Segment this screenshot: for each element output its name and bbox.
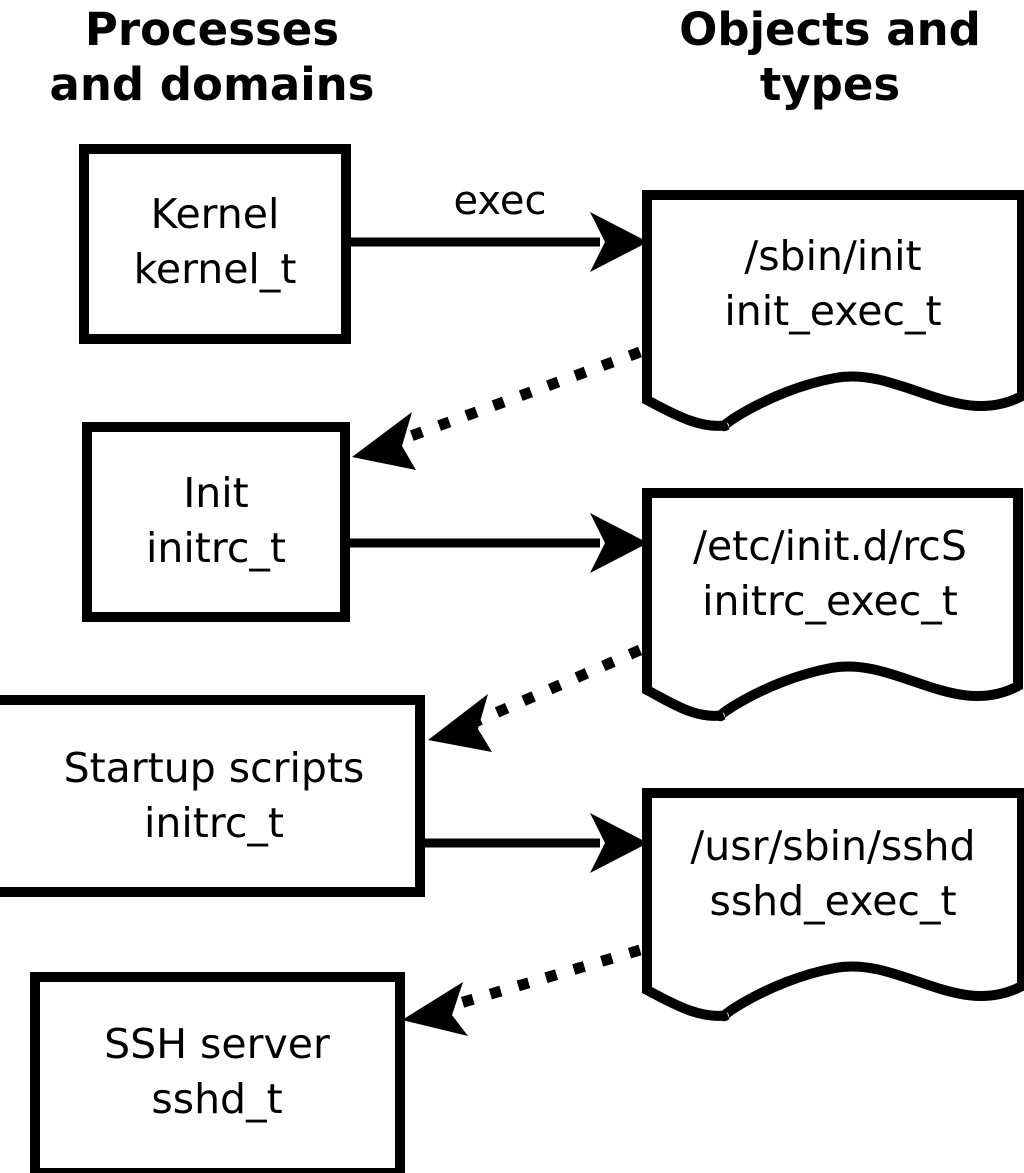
edge-init-transition-line — [398, 346, 642, 446]
edge-init-exec-arrowhead — [590, 513, 648, 573]
edge-label-exec: exec — [454, 178, 547, 224]
column-heading-processes: Processes and domains — [50, 3, 375, 111]
heading-processes-line1: Processes — [85, 3, 339, 56]
edge-initrc-transition-line — [472, 644, 643, 728]
node-sshd-type: sshd_t — [151, 1075, 282, 1123]
column-heading-objects: Objects and types — [679, 3, 981, 111]
node-sshd-exec-path: /usr/sbin/sshd — [690, 822, 975, 870]
edge-kernel-exec-arrowhead — [590, 212, 648, 272]
edge-init-exec-initrc-exec[interactable] — [345, 513, 648, 573]
node-initrc-exec-document-shape[interactable] — [642, 488, 1023, 722]
edge-initrc-exec-arrowhead — [590, 813, 648, 873]
edge-sshd-transition-arrowhead — [402, 982, 468, 1036]
node-sshd-name: SSH server — [104, 1020, 330, 1068]
node-kernel-name: Kernel — [151, 190, 280, 238]
node-init-exec-document-shape[interactable] — [642, 190, 1024, 432]
node-sshd-exec-type: sshd_exec_t — [709, 877, 956, 925]
node-initrc-exec[interactable]: /etc/init.d/rcS initrc_exec_t — [642, 488, 1023, 722]
node-kernel-type: kernel_t — [134, 245, 297, 293]
node-init-box[interactable] — [82, 422, 350, 622]
heading-processes-line2: and domains — [50, 58, 375, 111]
node-kernel[interactable]: Kernel kernel_t — [79, 144, 351, 344]
edge-initrc-exec-transition-initrc[interactable] — [428, 644, 643, 752]
heading-objects-line1: Objects and — [679, 3, 981, 56]
node-init[interactable]: Init initrc_t — [82, 422, 350, 622]
edge-kernel-exec-init-exec[interactable]: exec — [346, 178, 648, 272]
edge-sshd-exec-transition-sshd[interactable] — [402, 944, 642, 1036]
node-initrc-name: Startup scripts — [64, 744, 365, 792]
node-init-exec-path: /sbin/init — [744, 232, 921, 280]
node-sshd-exec-document-shape[interactable] — [642, 788, 1024, 1022]
node-initrc[interactable]: Startup scripts initrc_t — [0, 695, 425, 897]
heading-objects-line2: types — [760, 58, 900, 111]
node-initrc-type: initrc_t — [144, 799, 284, 847]
node-sshd[interactable]: SSH server sshd_t — [30, 972, 405, 1173]
node-kernel-box[interactable] — [79, 144, 351, 344]
node-sshd-box[interactable] — [30, 972, 405, 1173]
edge-init-transition-arrowhead — [352, 412, 416, 470]
node-init-exec-type: init_exec_t — [724, 287, 941, 335]
edge-initrc-transition-arrowhead — [428, 694, 492, 752]
node-sshd-exec[interactable]: /usr/sbin/sshd sshd_exec_t — [642, 788, 1024, 1022]
node-initrc-box[interactable] — [0, 695, 425, 897]
edge-init-exec-transition-init[interactable] — [352, 346, 642, 470]
node-initrc-exec-type: initrc_exec_t — [702, 577, 958, 625]
node-initrc-exec-path: /etc/init.d/rcS — [693, 522, 967, 570]
edge-sshd-transition-line — [448, 944, 642, 1012]
node-init-exec[interactable]: /sbin/init init_exec_t — [642, 190, 1024, 432]
edge-initrc-exec-sshd-exec[interactable] — [420, 813, 648, 873]
node-init-type: initrc_t — [146, 524, 286, 572]
node-init-name: Init — [183, 469, 249, 517]
